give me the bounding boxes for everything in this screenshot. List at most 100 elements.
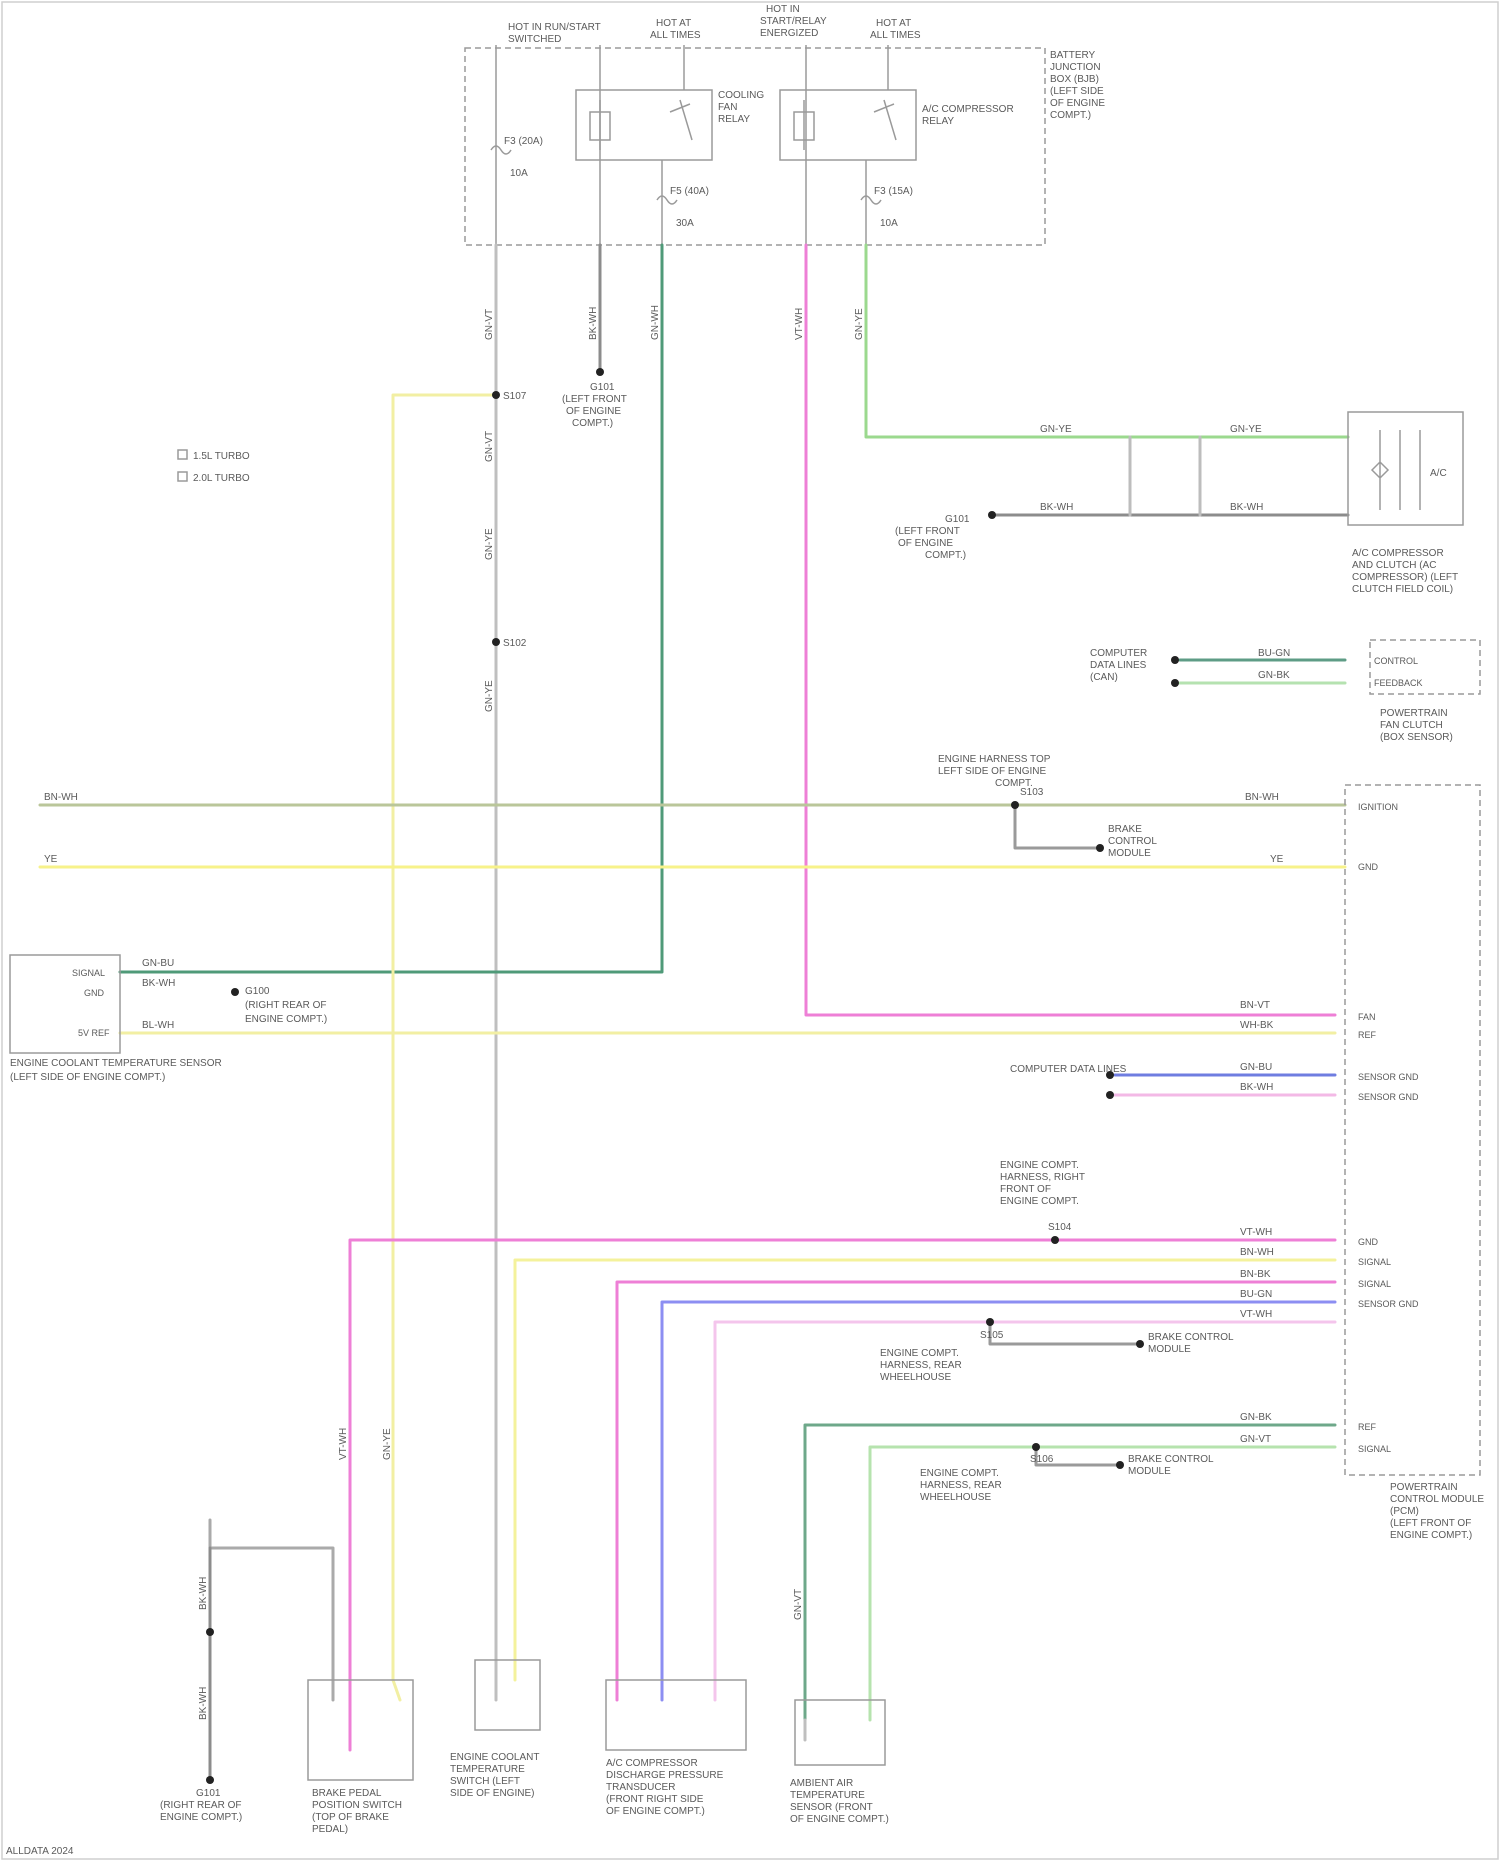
pcm-pin-4: REF: [1358, 1030, 1377, 1040]
pcm-pin-1: IGNITION: [1358, 802, 1398, 812]
wire-label-pcm-4: BK-WH: [1240, 1082, 1273, 1093]
ground-g3-2: (RIGHT REAR OF: [245, 1000, 326, 1011]
note-n2-1: BRAKE: [1108, 824, 1142, 835]
note-n1-2: LEFT SIDE OF ENGINE: [938, 766, 1046, 777]
wire-pink-pcm: [806, 245, 1335, 1015]
pcm-splice-dot-4: [1032, 1443, 1040, 1451]
wire-label-sw4: GN-YE: [382, 1428, 393, 1460]
pcm-pin-10: SENSOR GND: [1358, 1299, 1419, 1309]
pcm-name-4: (LEFT FRONT OF: [1390, 1518, 1471, 1529]
wire-cooling-fan-feed: [120, 245, 662, 972]
fuse-2-rating: 30A: [676, 218, 694, 229]
ambient-name-1: AMBIENT AIR: [790, 1778, 853, 1789]
ect-pin-3: 5V REF: [78, 1028, 110, 1038]
splice-dot-2: [492, 638, 500, 646]
ambient-name-2: TEMPERATURE: [790, 1790, 865, 1801]
pcm-name-3: (PCM): [1390, 1506, 1419, 1517]
wire-label-w3: GN-WH: [650, 305, 661, 340]
note-n3-2: HARNESS, RIGHT: [1000, 1172, 1085, 1183]
ground-g2-2: (LEFT FRONT: [895, 526, 960, 537]
brake-switch-name-2: POSITION SWITCH: [312, 1800, 402, 1811]
ground-g3-3: ENGINE COMPT.): [245, 1014, 327, 1025]
note-n5-3: WHEELHOUSE: [920, 1492, 991, 1503]
pressure-name-1: A/C COMPRESSOR: [606, 1758, 698, 1769]
ground-g4-3: ENGINE COMPT.): [160, 1812, 242, 1823]
pcm-pin-11: REF: [1358, 1422, 1377, 1432]
wire-label-w6: GN-YE: [484, 680, 495, 712]
ect-pin-2: GND: [84, 988, 105, 998]
fuse-3-label: F3 (15A): [874, 186, 913, 197]
wire-label-sw5: GN-VT: [793, 1589, 804, 1620]
fuse-1-label: F3 (20A): [504, 136, 543, 147]
pdc-top-label-1-line-1: HOT IN RUN/START: [508, 22, 601, 33]
cooling-fan-data-2: DATA LINES: [1090, 660, 1147, 671]
pressure-name-2: DISCHARGE PRESSURE: [606, 1770, 724, 1781]
fuse-1-symbol: [491, 146, 511, 154]
ground-g1-2: (LEFT FRONT: [562, 394, 627, 405]
legend-marker-2: [178, 472, 187, 481]
wire-label-w2: BK-WH: [588, 307, 599, 340]
brake-switch-name-3: (TOP OF BRAKE: [312, 1812, 389, 1823]
wire-label-w4: VT-WH: [794, 308, 805, 340]
wire-label-w7: GN-VT: [484, 431, 495, 462]
pressure-name-3: TRANSDUCER: [606, 1782, 675, 1793]
ground-dot-1: [596, 368, 604, 376]
splice-label-s2: S102: [503, 638, 527, 649]
ac-relay-contacts: [794, 100, 896, 150]
splice-dot-1: [492, 391, 500, 399]
pcm-pin-8: SIGNAL: [1358, 1257, 1391, 1267]
cooling-fan-data-1: COMPUTER: [1090, 648, 1147, 659]
ground-g2-1: G101: [945, 514, 970, 525]
ect-switch-name-4: SIDE OF ENGINE): [450, 1788, 534, 1799]
pcm-pin-7: GND: [1358, 1237, 1379, 1247]
fuse-1-rating: 10A: [510, 168, 528, 179]
pdc-top-label-4-line-2: ALL TIMES: [870, 30, 921, 41]
pcm-pin-6: SENSOR GND: [1358, 1092, 1419, 1102]
splice-label-s4: S104: [1048, 1222, 1072, 1233]
cooling-fan-pin-2: FEEDBACK: [1374, 678, 1423, 688]
pcm-splice-dot-1: [1051, 1236, 1059, 1244]
ac-clutch-name-3: COMPRESSOR) (LEFT: [1352, 572, 1458, 583]
splice-label-s5: S105: [980, 1330, 1004, 1341]
pdc-top-label-3-line-1: HOT IN: [766, 4, 800, 15]
pcm-name-1: POWERTRAIN: [1390, 1482, 1458, 1493]
wire-label-pcm-2: WH-BK: [1240, 1020, 1274, 1031]
fuse-3-rating: 10A: [880, 218, 898, 229]
wire-label-bus-yellow-right: YE: [1270, 854, 1284, 865]
pcm-splice-dot-3: [1136, 1340, 1144, 1348]
pdc-top-label-1-line-2: SWITCHED: [508, 34, 561, 45]
note-n8: COMPUTER DATA LINES: [1010, 1064, 1127, 1075]
note-n6-1: BRAKE CONTROL: [1148, 1332, 1234, 1343]
note-n5-2: HARNESS, REAR: [920, 1480, 1002, 1491]
pcm-pin-5: SENSOR GND: [1358, 1072, 1419, 1082]
cooling-fan-relay-label-1: COOLING: [718, 90, 764, 101]
note-n1-1: ENGINE HARNESS TOP: [938, 754, 1051, 765]
pressure-name-4: (FRONT RIGHT SIDE: [606, 1794, 704, 1805]
bus-dot: [1011, 801, 1019, 809]
note-n3-3: FRONT OF: [1000, 1184, 1051, 1195]
wire-pcm-blue-pressure: [662, 1302, 1335, 1700]
note-n5-1: ENGINE COMPT.: [920, 1468, 999, 1479]
wire-label-sw3: BK-WH: [198, 1687, 209, 1720]
note-n4-1: ENGINE COMPT.: [880, 1348, 959, 1359]
wire-label-pcm-11: GN-VT: [1240, 1434, 1271, 1445]
wire-label-sw1: VT-WH: [338, 1428, 349, 1460]
wire-label-ect-1: GN-BU: [142, 958, 174, 969]
ground-g4-1: G101: [196, 1788, 221, 1799]
ambient-name-3: SENSOR (FRONT: [790, 1802, 873, 1813]
wire-brake-switch-supply: [393, 1680, 400, 1700]
pcm-data-dot-2: [1106, 1091, 1114, 1099]
pcm-splice-dot-5: [1116, 1461, 1124, 1469]
note-n3-1: ENGINE COMPT.: [1000, 1160, 1079, 1171]
brake-ground-dot: [206, 1628, 214, 1636]
cooling-fan-pin-1: CONTROL: [1374, 656, 1418, 666]
note-n7-2: MODULE: [1128, 1466, 1171, 1477]
pdc-top-label-4-line-1: HOT AT: [876, 18, 911, 29]
pcm-name-2: CONTROL MODULE: [1390, 1494, 1484, 1505]
legend-marker-1: [178, 450, 187, 459]
note-n4-3: WHEELHOUSE: [880, 1372, 951, 1383]
data-dot-1: [1171, 656, 1179, 664]
wire-label-pcm-10: GN-BK: [1240, 1412, 1272, 1423]
brake-switch-name-1: BRAKE PEDAL: [312, 1788, 382, 1799]
